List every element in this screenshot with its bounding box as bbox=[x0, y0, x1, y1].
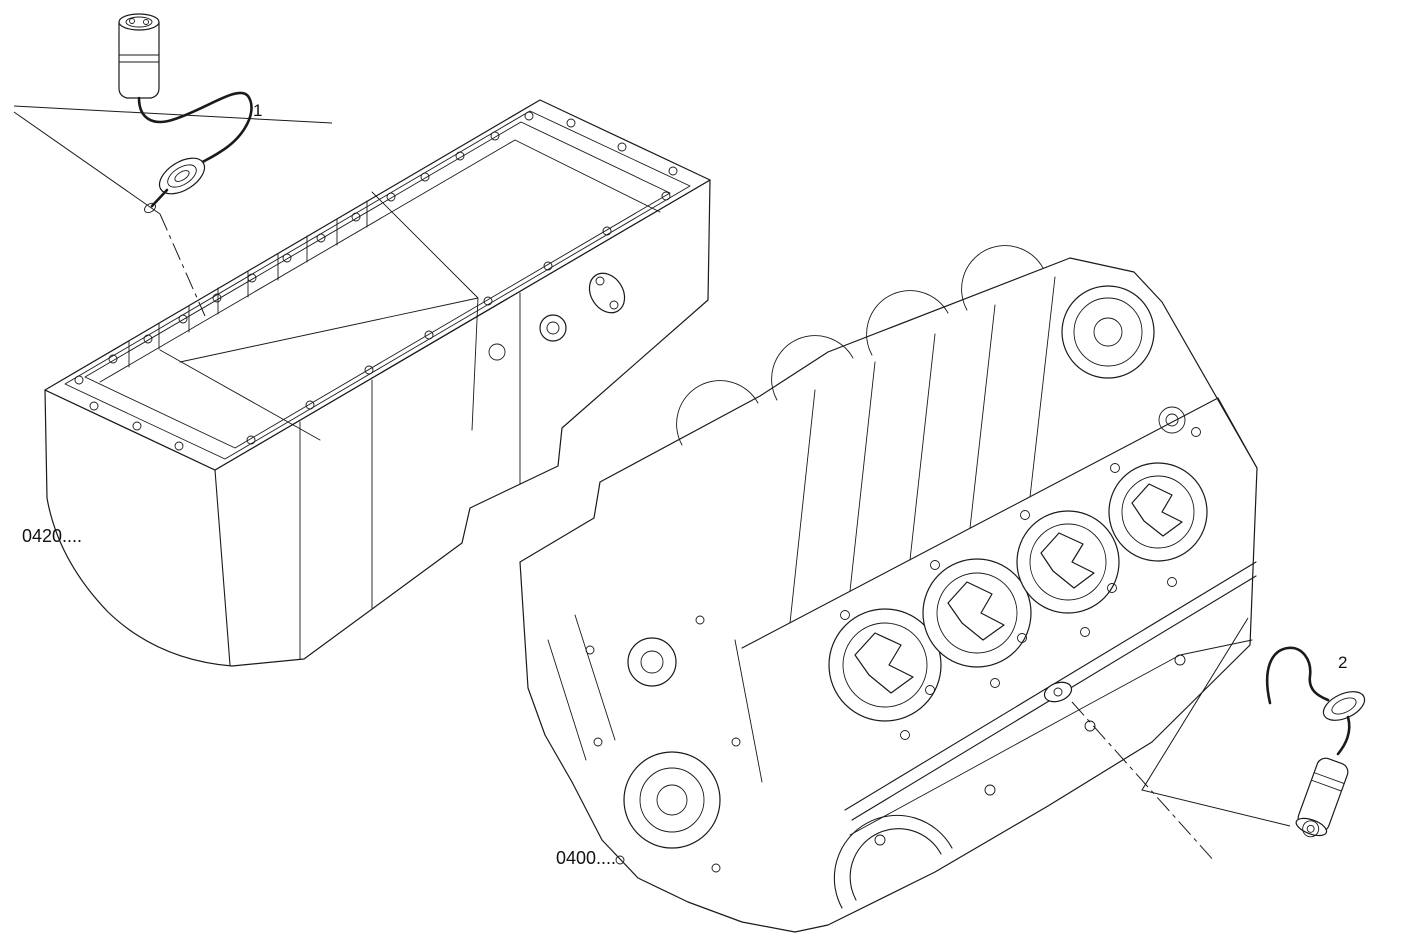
crank-seal-mid bbox=[639, 767, 705, 833]
oil-pan-corner-edge bbox=[214, 469, 231, 666]
oil-pan-body-ribs bbox=[299, 292, 521, 660]
engine-block-valley-ribs bbox=[789, 276, 1056, 624]
oil-pan-flange bbox=[44, 99, 711, 471]
oil-pan-drawing bbox=[44, 99, 711, 667]
oil-pan-body bbox=[44, 179, 711, 667]
oil-pan-flange-inner-line bbox=[64, 110, 691, 460]
sensor-1-cable bbox=[137, 91, 253, 170]
crank-seal-outer bbox=[623, 751, 721, 849]
engine-block-outline bbox=[519, 257, 1258, 933]
sensor-2-connector-pin-outer bbox=[1302, 820, 1320, 838]
oil-pan-ref-code: 0420.... bbox=[22, 526, 82, 546]
callout-2-leader bbox=[1141, 617, 1291, 827]
main-bearing-arch bbox=[833, 814, 953, 909]
callout-1-leader-top bbox=[13, 105, 333, 124]
dowel-hole-outer bbox=[1158, 406, 1186, 434]
engine-block-ref-code: 0400.... bbox=[556, 848, 616, 868]
sensor-1-connector-body bbox=[118, 22, 160, 99]
sensor-1-grommet-outer bbox=[158, 157, 206, 195]
skirt-bolt-holes bbox=[874, 654, 1186, 846]
cylinder-bore-3-crank bbox=[1040, 532, 1095, 589]
front-boss-outer bbox=[627, 637, 677, 687]
sensor-2-mount-boss bbox=[1043, 681, 1073, 703]
sensor-2-mount-hole bbox=[1053, 687, 1063, 697]
cylinder-bore-4-inner bbox=[1121, 475, 1195, 549]
sensor-2-connector-ridges bbox=[1310, 772, 1345, 792]
front-boss-inner bbox=[640, 650, 664, 674]
engine-block-front-ribs bbox=[547, 614, 763, 783]
oil-pan-small-boss bbox=[488, 343, 506, 361]
oil-pan-drain-boss-outer bbox=[539, 314, 567, 342]
sensor-2-grommet-inner bbox=[1331, 697, 1357, 715]
front-face-bolt-holes bbox=[585, 615, 741, 873]
sensor-1-drawing bbox=[118, 13, 253, 214]
cylinder-bore-1-inner bbox=[842, 622, 928, 708]
oil-pan-opening-line bbox=[84, 121, 671, 449]
callout-1-centerline bbox=[159, 213, 206, 317]
cam-bore-center bbox=[1093, 317, 1123, 347]
sensor-2-connector bbox=[1295, 757, 1349, 838]
callout-2-centerline bbox=[1071, 701, 1216, 863]
sensor-1-connector-ridges bbox=[118, 54, 160, 63]
engine-block-top-humps bbox=[676, 245, 1044, 446]
sensor-1-grommet-inner bbox=[174, 170, 190, 182]
cylinder-bore-3-inner bbox=[1029, 523, 1107, 601]
sensor-1-connector-cap bbox=[118, 13, 160, 31]
sensor-1-grommet-mid bbox=[167, 164, 197, 188]
cylinder-bore-4-crank bbox=[1131, 483, 1183, 537]
cam-bore-inner bbox=[1073, 297, 1143, 367]
cylinder-bores bbox=[828, 462, 1208, 722]
sensor-1-connector-cap-inner bbox=[125, 16, 153, 28]
oil-pan-flange-gussets bbox=[128, 200, 368, 368]
callout-leader-lines bbox=[13, 105, 1291, 863]
sensor-1-probe-tip bbox=[150, 188, 169, 208]
sensor-2-cable-lower bbox=[1336, 715, 1351, 756]
sensor-2-connector-end bbox=[1295, 817, 1328, 837]
engine-block-skirt-line bbox=[849, 639, 1253, 836]
oil-pan-mount-plate-holes bbox=[595, 276, 619, 310]
sensor-1-pin-b bbox=[143, 19, 149, 25]
sensor-2-grommet-outer bbox=[1322, 691, 1366, 721]
cylinder-bore-1-crank bbox=[854, 632, 914, 694]
oil-pan-interior-lines bbox=[99, 139, 661, 441]
sensor-1-pin-a bbox=[129, 18, 135, 24]
sensor-1-probe-end bbox=[144, 202, 156, 214]
oil-pan-mount-plate bbox=[588, 272, 626, 314]
engine-block-drawing bbox=[519, 245, 1258, 933]
callout-1-label: 1 bbox=[253, 101, 262, 120]
cylinder-bore-2-inner bbox=[936, 572, 1018, 654]
cam-bore-outer bbox=[1061, 285, 1155, 379]
sensor-2-drawing bbox=[1265, 646, 1366, 838]
sensor-2-cable-hook bbox=[1265, 646, 1330, 705]
callout-1-leader-diagonal bbox=[13, 111, 161, 215]
callout-2-label: 2 bbox=[1338, 653, 1347, 672]
dowel-hole-inner bbox=[1165, 413, 1179, 427]
sensor-2-connector-pin-inner bbox=[1306, 824, 1315, 833]
cylinder-bore-2-crank bbox=[947, 581, 1005, 641]
deck-bolt-holes bbox=[840, 427, 1201, 740]
crank-seal-inner bbox=[656, 784, 688, 816]
oil-pan-bolt-holes bbox=[74, 111, 678, 451]
oil-pan-drain-boss-inner bbox=[546, 321, 560, 335]
